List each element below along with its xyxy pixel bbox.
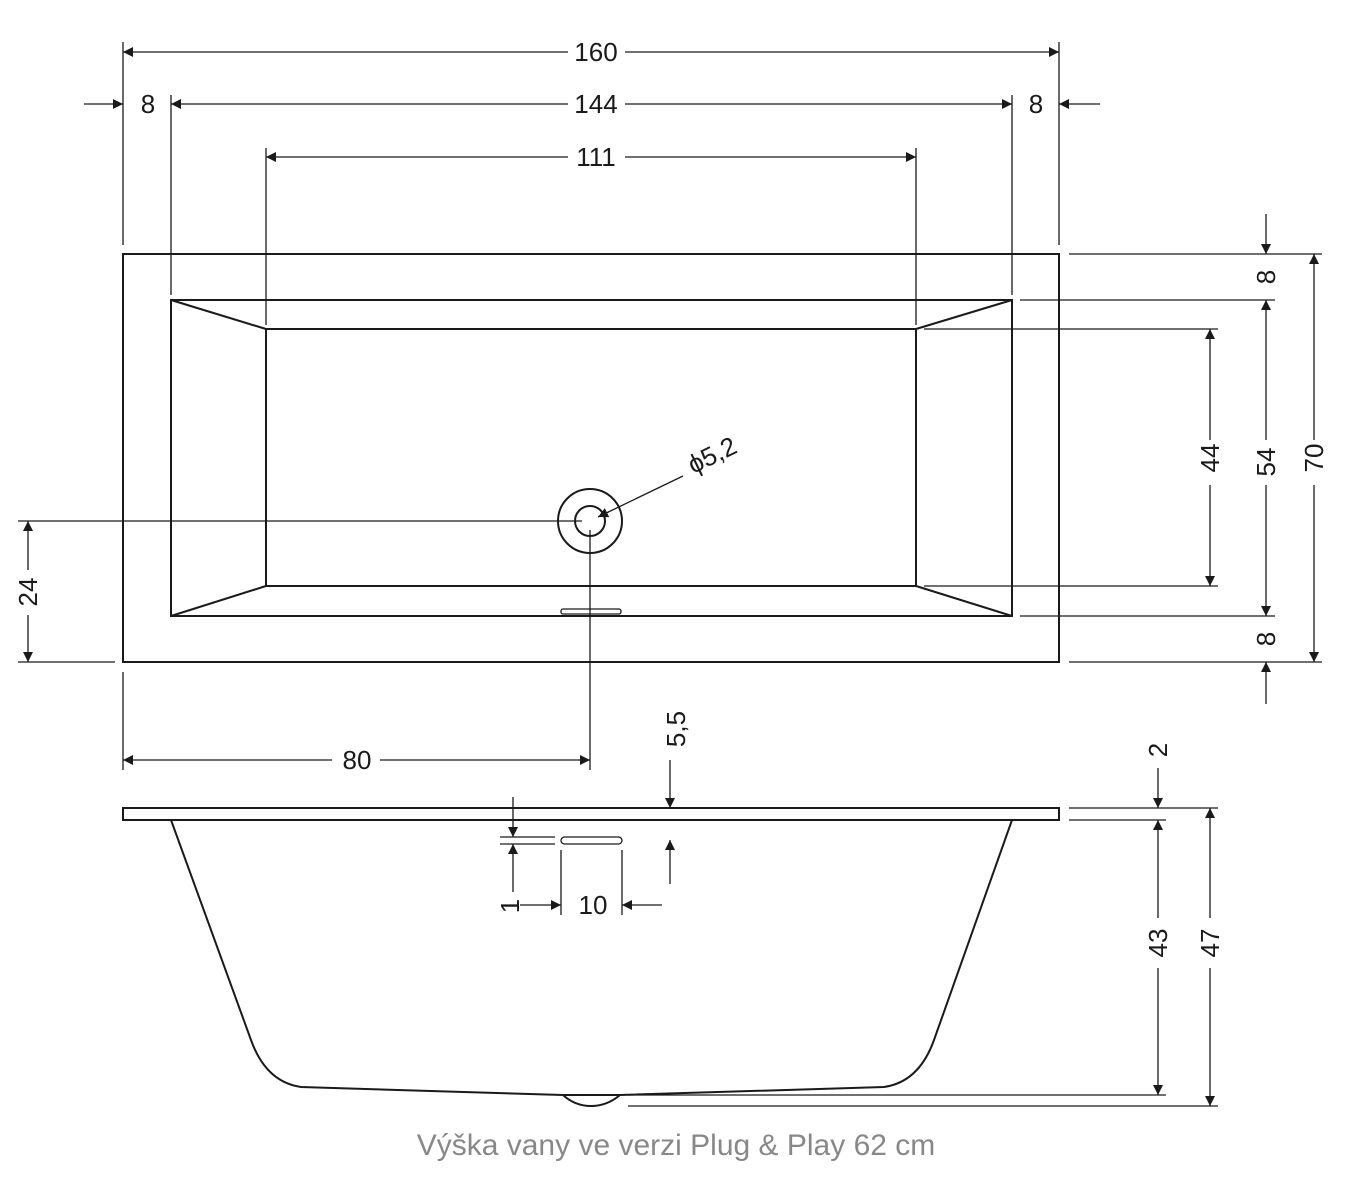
dim-drain-offset-y: 24 <box>13 578 43 607</box>
dim-overflow-length: 10 <box>579 890 608 920</box>
dim-drain-offset-x: 80 <box>343 745 372 775</box>
side-view <box>122 807 1060 1108</box>
dim-total-width: 70 <box>1299 444 1329 473</box>
dim-left-rim: 8 <box>141 89 155 119</box>
dim-bottom-length: 111 <box>576 142 616 172</box>
overflow-slot-top <box>560 608 622 615</box>
side-view-dimensions <box>500 760 1218 1107</box>
tub-body-side <box>170 819 1013 1096</box>
overflow-slot-side <box>560 836 623 845</box>
top-view <box>122 253 1060 663</box>
tub-inner-rim <box>170 299 1013 617</box>
dim-top-rim-width: 8 <box>1251 270 1281 284</box>
top-view-dimensions <box>18 42 1322 770</box>
tub-floor <box>265 328 917 587</box>
dim-right-rim: 8 <box>1029 89 1043 119</box>
dim-drain-diameter: ϕ5,2 <box>683 430 742 479</box>
tub-rim-side <box>122 807 1060 821</box>
tub-outline-top <box>122 253 1060 663</box>
dim-overflow-depth: 5,5 <box>661 711 691 747</box>
dim-inner-depth: 43 <box>1143 929 1173 958</box>
dim-bottom-rim-width: 8 <box>1251 632 1281 646</box>
drain-bump-side <box>562 1094 621 1108</box>
dim-rim-thickness: 2 <box>1143 743 1173 757</box>
dim-inner-width-bottom: 44 <box>1195 444 1225 473</box>
dim-inner-width: 54 <box>1251 448 1281 477</box>
dim-overflow-height: 1 <box>495 899 525 913</box>
dim-inner-length: 144 <box>574 89 617 119</box>
caption: Výška vany ve verzi Plug & Play 62 cm <box>417 1129 936 1162</box>
dim-total-height: 47 <box>1195 929 1225 958</box>
dim-total-length: 160 <box>574 37 617 67</box>
